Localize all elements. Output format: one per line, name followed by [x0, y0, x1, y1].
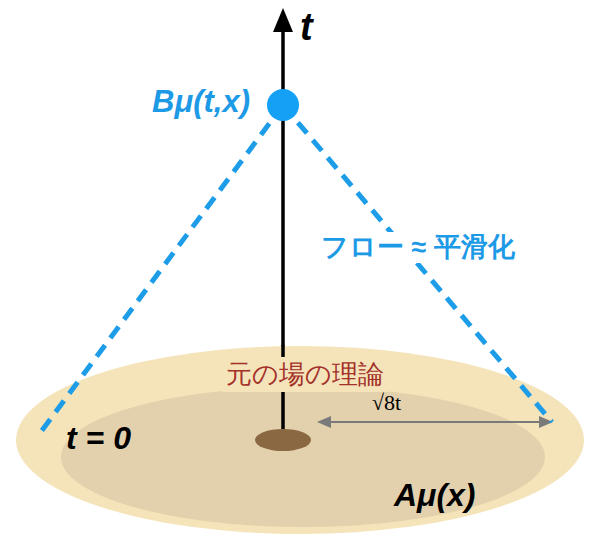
time-zero-label: t = 0 — [66, 420, 131, 457]
flow-note: フロー ≈ 平滑化 — [318, 232, 518, 263]
cone-line — [40, 105, 283, 433]
axis-label: t — [300, 6, 313, 50]
field-label: Bμ(t,x) — [152, 84, 250, 120]
cone-line — [283, 105, 552, 422]
radius-arrowhead — [539, 416, 553, 428]
field-label: Aμ(x) — [394, 477, 476, 514]
time-axis — [281, 26, 285, 350]
theory-label: 元の場の理論 — [222, 357, 388, 392]
radius-arrow — [327, 421, 543, 423]
origin-spot — [255, 429, 311, 451]
outer-disk — [16, 346, 584, 534]
radius-arrowhead — [317, 416, 331, 428]
time-axis-arrowhead — [273, 8, 293, 32]
smearing-radius: √8t — [372, 390, 401, 415]
inner-disk — [61, 387, 545, 527]
flowed-field-dot — [267, 89, 299, 121]
